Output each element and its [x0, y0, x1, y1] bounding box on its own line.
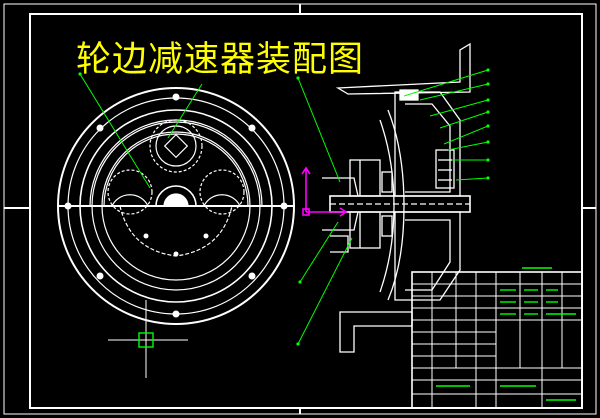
sun-gear — [155, 185, 197, 207]
planet-gear-right — [199, 169, 245, 215]
front-view — [57, 87, 295, 325]
planet-gear-top — [149, 119, 203, 173]
drawing-frame — [3, 3, 597, 415]
section-view — [322, 42, 471, 353]
crosshair-cursor-icon — [108, 300, 188, 378]
bolt-holes — [64, 93, 288, 318]
leader-lines — [79, 69, 489, 345]
leader-balloons — [78, 68, 490, 346]
planet-gear-left — [107, 169, 153, 215]
title-block — [411, 271, 583, 409]
drawing-title: 轮边减速器装配图 — [76, 40, 365, 80]
ucs-axis-icon — [301, 166, 348, 217]
title-block-entries — [436, 267, 576, 401]
